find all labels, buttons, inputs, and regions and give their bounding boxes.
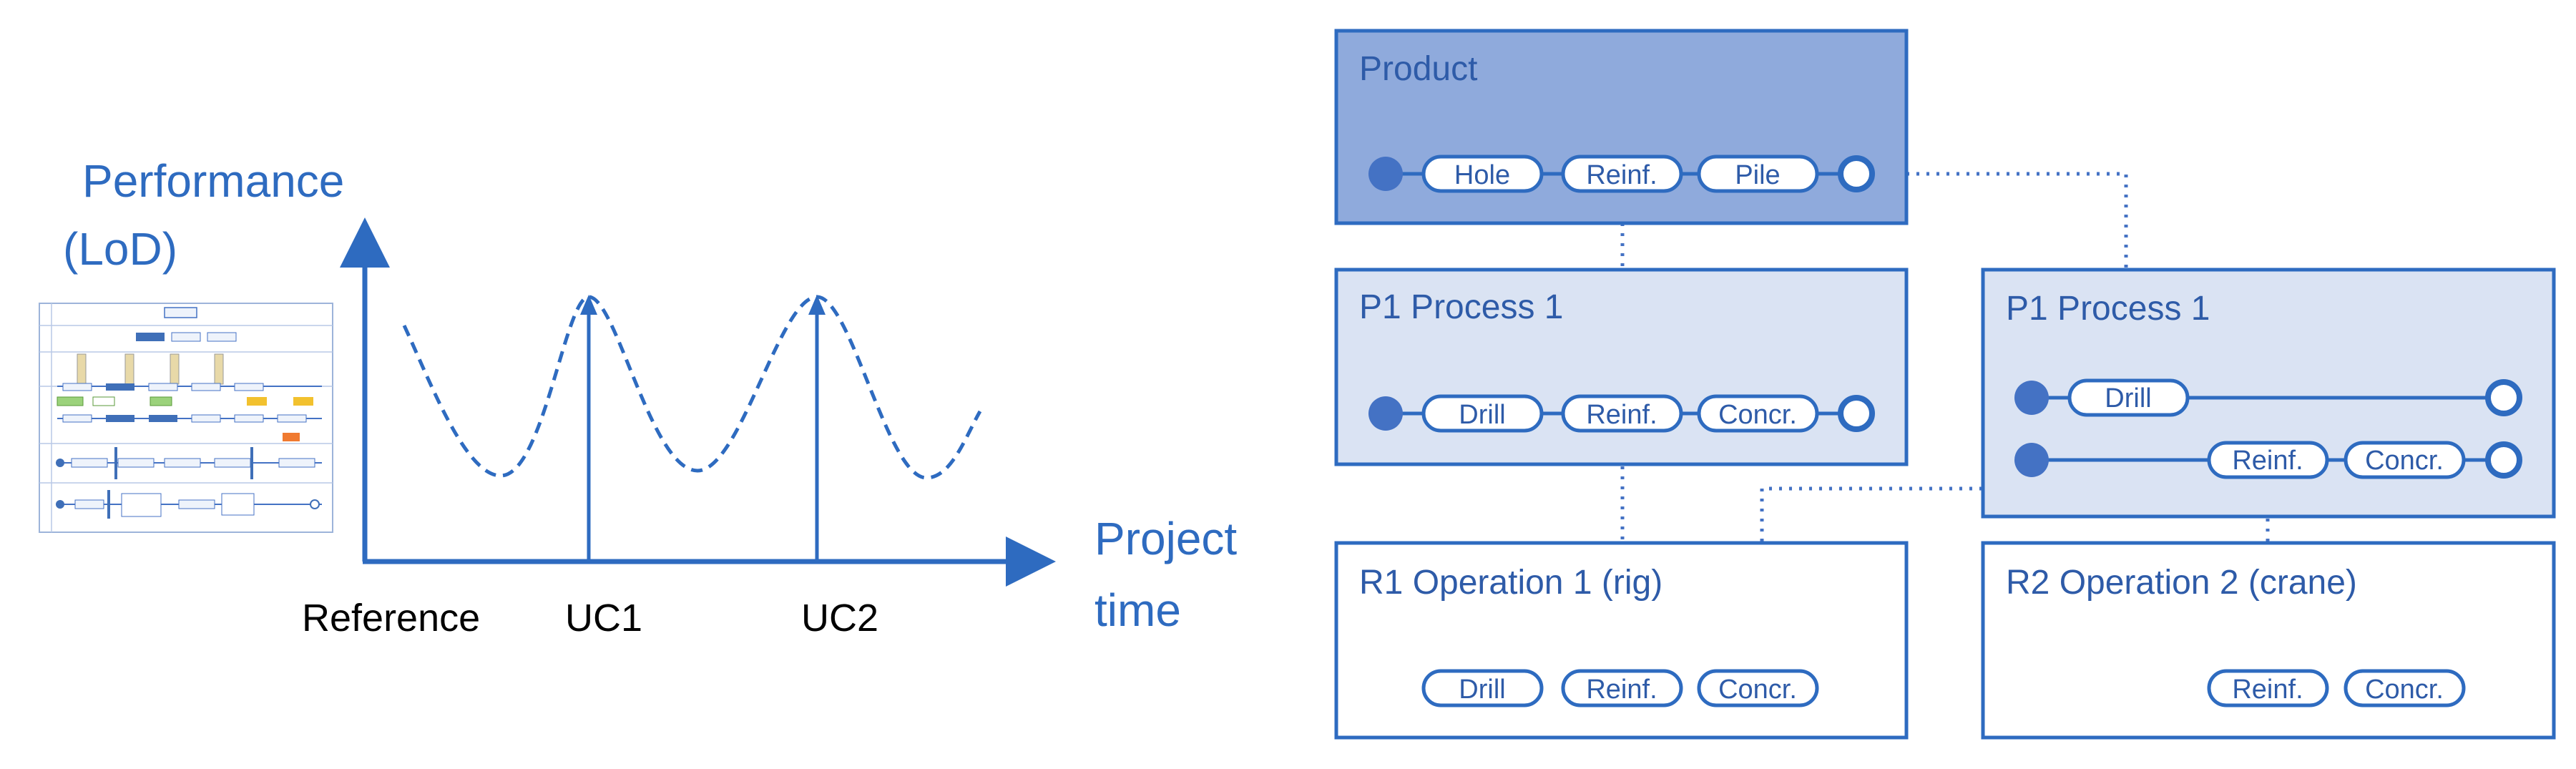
step-pile: Pile xyxy=(1697,155,1819,193)
x-tick-uc1: UC1 xyxy=(565,597,642,640)
svg-text:Concr.: Concr. xyxy=(1718,675,1797,705)
product-title: Product xyxy=(1359,50,1477,88)
operation-box-2: R2 Operation 2 (crane) Reinf. Concr. xyxy=(1981,541,2556,740)
start-node xyxy=(1368,396,1403,431)
svg-text:Concr.: Concr. xyxy=(2365,446,2444,476)
x-tick-uc2: UC2 xyxy=(801,597,878,640)
start-node xyxy=(2014,443,2049,477)
end-node xyxy=(1838,155,1875,192)
operation-1-title: R1 Operation 1 (rig) xyxy=(1359,564,1662,602)
x-axis-label-line2: time xyxy=(1094,584,1181,636)
start-node xyxy=(2014,381,2049,415)
process-box-left: P1 Process 1 Drill Reinf. Concr. xyxy=(1334,268,1909,466)
svg-text:Drill: Drill xyxy=(1459,400,1505,430)
step-concr: Concr. xyxy=(2344,669,2466,707)
svg-text:Reinf.: Reinf. xyxy=(2232,675,2303,705)
uc1-marker-arrowhead xyxy=(580,295,597,315)
end-node xyxy=(2485,441,2522,479)
process-right-title: P1 Process 1 xyxy=(2006,290,2210,328)
step-hole: Hole xyxy=(1421,155,1544,193)
svg-text:Drill: Drill xyxy=(1459,675,1505,705)
x-tick-reference: Reference xyxy=(302,597,480,640)
y-axis-label-line1: Performance xyxy=(82,155,344,207)
step-reinf: Reinf. xyxy=(1561,669,1683,707)
performance-chart: Performance (LoD) Project time Reference… xyxy=(39,155,1237,640)
start-node xyxy=(1368,157,1403,191)
step-reinf: Reinf. xyxy=(2207,669,2329,707)
x-axis-label-line1: Project xyxy=(1094,513,1237,564)
svg-text:Reinf.: Reinf. xyxy=(1586,160,1657,190)
dotted-connectors xyxy=(1620,172,2270,542)
step-drill: Drill xyxy=(2067,378,2190,417)
product-box: Product Hole Reinf. Pile xyxy=(1334,29,1909,225)
end-node xyxy=(2485,379,2522,416)
process-map-thumbnail xyxy=(39,303,333,533)
operation-2-title: R2 Operation 2 (crane) xyxy=(2006,564,2357,602)
step-reinf: Reinf. xyxy=(1561,394,1683,433)
svg-text:Concr.: Concr. xyxy=(1718,400,1797,430)
step-concr: Concr. xyxy=(1697,394,1819,433)
svg-text:Reinf.: Reinf. xyxy=(1586,675,1657,705)
step-concr: Concr. xyxy=(1697,669,1819,707)
uc2-marker-arrowhead xyxy=(808,295,826,315)
process-left-title: P1 Process 1 xyxy=(1359,288,1563,326)
svg-text:Reinf.: Reinf. xyxy=(1586,400,1657,430)
performance-curve xyxy=(402,295,982,480)
step-reinf: Reinf. xyxy=(2207,441,2329,479)
svg-text:Drill: Drill xyxy=(2105,383,2151,413)
step-concr: Concr. xyxy=(2344,441,2466,479)
process-hierarchy-diagram: Product Hole Reinf. Pile P1 Process 1 xyxy=(1334,29,2556,740)
end-node xyxy=(1838,395,1875,432)
process-box-right: P1 Process 1 Drill Reinf. Concr. xyxy=(1981,268,2556,519)
operation-box-1: R1 Operation 1 (rig) Drill Reinf. Concr. xyxy=(1334,541,1909,740)
svg-text:Concr.: Concr. xyxy=(2365,675,2444,705)
step-drill: Drill xyxy=(1421,394,1544,433)
svg-text:Pile: Pile xyxy=(1735,160,1780,190)
step-reinf: Reinf. xyxy=(1561,155,1683,193)
y-axis-label-line2: (LoD) xyxy=(63,223,177,275)
step-drill: Drill xyxy=(1421,669,1544,707)
svg-text:Hole: Hole xyxy=(1454,160,1510,190)
svg-text:Reinf.: Reinf. xyxy=(2232,446,2303,476)
